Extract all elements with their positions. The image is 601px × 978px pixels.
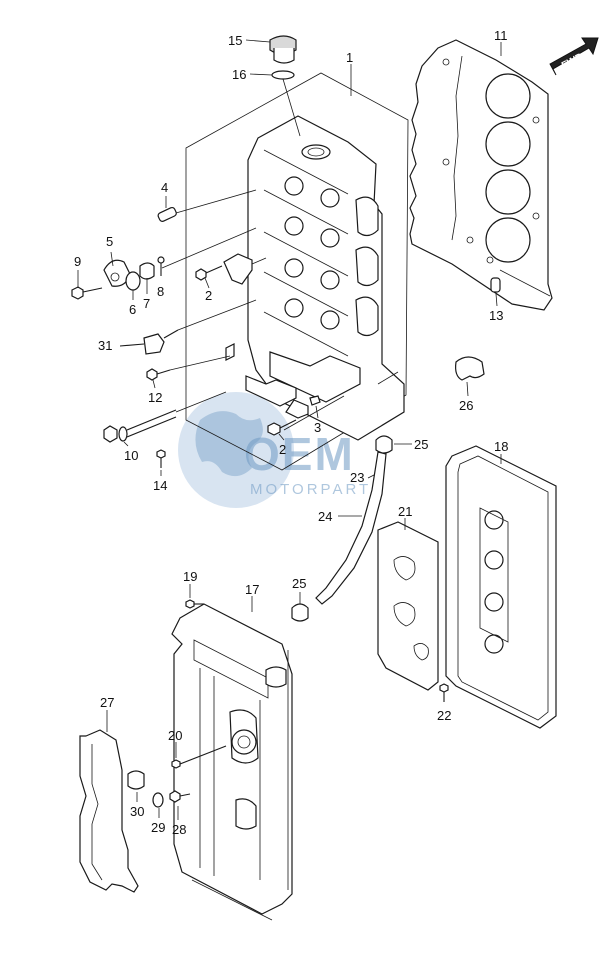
callout-2-lower: 2 — [279, 442, 286, 457]
callout-31: 31 — [98, 338, 112, 353]
callout-27: 27 — [100, 695, 114, 710]
callout-11: 11 — [494, 28, 508, 43]
callout-1: 1 — [346, 50, 353, 65]
side-cover-27 — [79, 729, 139, 893]
callout-15: 15 — [228, 33, 242, 48]
callout-12: 12 — [148, 390, 162, 405]
callout-26: 26 — [459, 398, 473, 413]
callout-5: 5 — [106, 234, 113, 249]
watermark-brand: OEM — [244, 428, 355, 480]
o-ring-16 — [271, 70, 295, 80]
bolt-2-lower — [267, 419, 297, 436]
callout-21: 21 — [398, 504, 412, 519]
callout-23: 23 — [350, 470, 364, 485]
bolt-19 — [185, 599, 204, 609]
watermark-continents — [195, 411, 263, 477]
bolt-28 — [169, 790, 191, 803]
grommet-30 — [127, 770, 145, 790]
clamp-26 — [455, 356, 485, 381]
head-cover-17 — [171, 603, 293, 921]
fwd-arrow-icon: FWD — [549, 37, 599, 76]
callout-20: 20 — [168, 728, 182, 743]
callout-14: 14 — [153, 478, 167, 493]
callout-17: 17 — [245, 582, 259, 597]
hose-24 — [315, 451, 387, 605]
bolt-22 — [439, 683, 449, 702]
callout-7: 7 — [143, 296, 150, 311]
watermark: OEM MOTORPARTS — [178, 392, 384, 508]
collar-29 — [152, 792, 164, 808]
callout-10: 10 — [124, 448, 138, 463]
bolt-2-upper — [195, 265, 223, 281]
gasket-6 — [125, 271, 141, 291]
plate-21 — [377, 521, 439, 691]
cover-gasket-18 — [445, 445, 557, 729]
bolt-20 — [171, 745, 227, 769]
callout-24: 24 — [318, 509, 332, 524]
pin-3 — [309, 395, 321, 406]
head-gasket-11 — [409, 39, 553, 311]
dowel-pin-4 — [157, 206, 177, 222]
callout-28: 28 — [172, 822, 186, 837]
callout-4: 4 — [161, 180, 168, 195]
callout-19: 19 — [183, 569, 197, 584]
callout-25-lower: 25 — [292, 576, 306, 591]
dowel-13 — [490, 277, 501, 293]
bolt-9 — [71, 286, 103, 300]
clip-25-lower — [291, 603, 309, 622]
callout-3: 3 — [314, 420, 321, 435]
callout-6: 6 — [129, 302, 136, 317]
thermostat-7 — [139, 262, 155, 280]
callout-13: 13 — [489, 308, 503, 323]
bolt-10 — [103, 409, 177, 443]
callout-29: 29 — [151, 820, 165, 835]
watermark-globe-icon — [178, 392, 294, 508]
callout-8: 8 — [157, 284, 164, 299]
bolt-8 — [157, 256, 165, 276]
watermark-sub: MOTORPARTS — [250, 481, 384, 498]
sensor-31 — [119, 329, 179, 355]
bolt-14 — [156, 449, 166, 468]
oil-filler-cap — [269, 35, 297, 64]
cylinder-head — [185, 72, 409, 471]
callout-16: 16 — [232, 67, 246, 82]
callout-2-upper: 2 — [205, 288, 212, 303]
fwd-label: FWD — [560, 51, 585, 71]
callout-22: 22 — [437, 708, 451, 723]
callout-9: 9 — [74, 254, 81, 269]
callout-18: 18 — [494, 439, 508, 454]
callout-25-upper: 25 — [414, 437, 428, 452]
callout-30: 30 — [130, 804, 144, 819]
bolt-12 — [146, 368, 171, 381]
clip-25-upper — [375, 435, 393, 454]
bracket-2 — [223, 253, 253, 285]
